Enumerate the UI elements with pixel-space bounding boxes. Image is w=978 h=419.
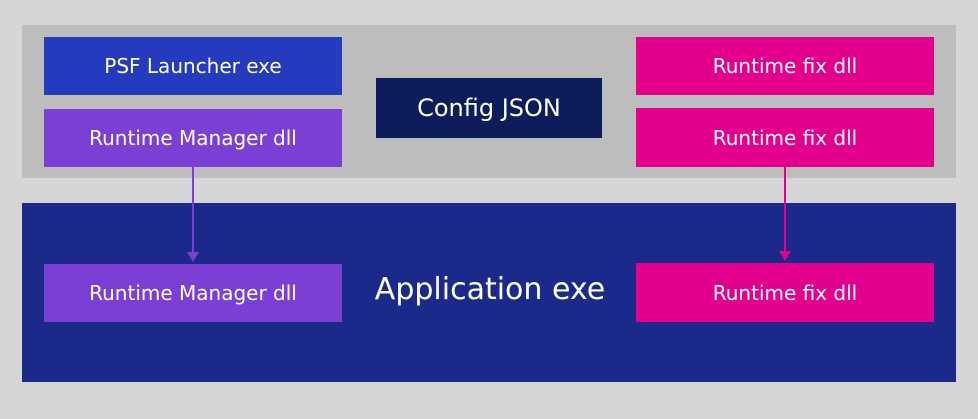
runtime-fix-bottom-label: Runtime fix dll [712,280,858,305]
application-exe-label: Application exe [374,271,606,307]
config-json-box: Config JSON [376,78,602,138]
runtime-fix-top1-box: Runtime fix dll [636,37,934,95]
runtime-manager-bottom-box: Runtime Manager dll [44,264,342,322]
runtime-fix-bottom-box: Runtime fix dll [636,263,934,322]
psf-launcher-label: PSF Launcher exe [104,54,282,78]
runtime-manager-bottom-label: Runtime Manager dll [89,281,297,305]
psf-launcher-box: PSF Launcher exe [44,37,342,95]
runtime-manager-arrow [187,167,199,262]
runtime-fix-top1-label: Runtime fix dll [712,54,858,78]
runtime-fix-top2-label: Runtime fix dll [712,125,858,150]
config-json-label: Config JSON [417,94,561,122]
runtime-fix-top2-box: Runtime fix dll [636,108,934,167]
runtime-manager-top-box: Runtime Manager dll [44,109,342,167]
runtime-manager-top-label: Runtime Manager dll [89,126,297,150]
runtime-fix-arrow [779,167,791,261]
